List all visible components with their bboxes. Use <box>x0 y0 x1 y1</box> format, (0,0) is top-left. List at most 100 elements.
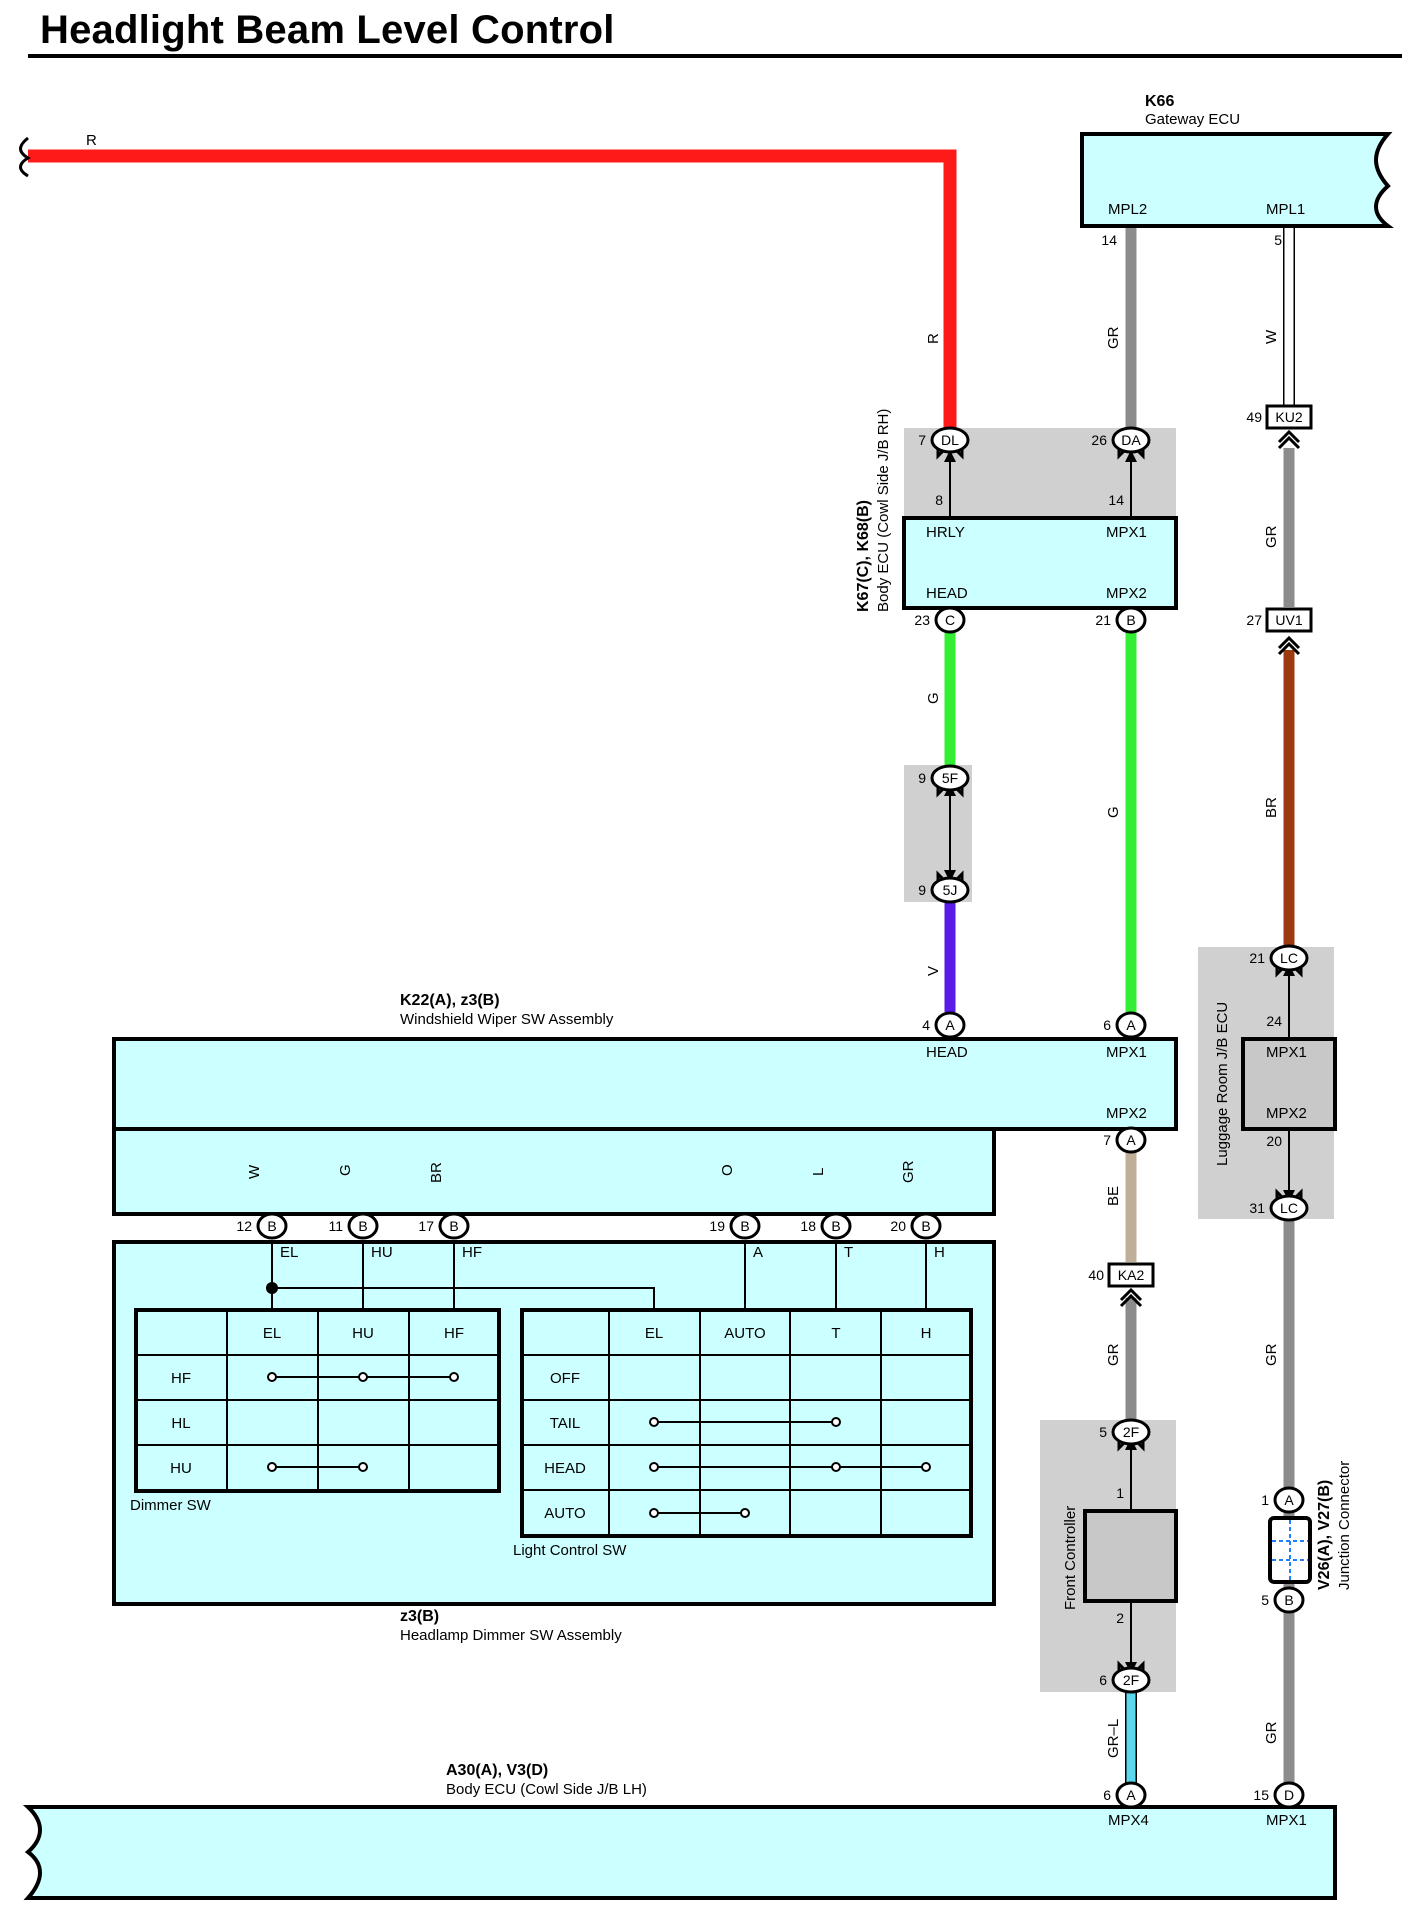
light-table-text: EL AUTO T H OFF TAIL HEAD AUTO <box>544 1325 931 1522</box>
svg-text:9: 9 <box>918 770 926 786</box>
component-labels: K66 Gateway ECU MPL2 MPL1 HRLY MPX1 HEAD… <box>130 93 1353 1829</box>
svg-text:AUTO: AUTO <box>544 1505 585 1522</box>
wire-label-g-sw: G <box>337 1164 354 1176</box>
wire-label-w-gateway: W <box>1263 329 1280 344</box>
connector-ku2: KU2 <box>1265 404 1313 450</box>
svg-text:11: 11 <box>328 1218 343 1234</box>
svg-text:8: 8 <box>935 492 943 508</box>
svg-text:EL: EL <box>263 1325 281 1342</box>
svg-text:40: 40 <box>1088 1267 1104 1283</box>
wiper-code: K22(A), z3(B) <box>400 992 500 1009</box>
svg-text:7: 7 <box>918 432 926 448</box>
svg-text:C: C <box>945 612 955 628</box>
svg-text:1: 1 <box>1116 1485 1124 1501</box>
svg-text:1: 1 <box>1261 1492 1269 1508</box>
svg-text:31: 31 <box>1249 1200 1265 1216</box>
gateway-code: K66 <box>1145 93 1174 110</box>
body-lh-pin-mpx1: MPX1 <box>1266 1812 1307 1829</box>
svg-text:A: A <box>1126 1132 1136 1148</box>
gateway-ecu-box <box>1080 132 1394 228</box>
connector-5j: 5J <box>930 870 970 904</box>
svg-text:2F: 2F <box>1123 1424 1139 1440</box>
luggage-name: Luggage Room J/B ECU <box>1214 1002 1231 1166</box>
switch-pin-names: EL HU HF A T H <box>280 1244 945 1261</box>
svg-text:D: D <box>1284 1787 1294 1803</box>
connector-b12: B <box>256 1212 288 1240</box>
light-sw-label: Light Control SW <box>513 1542 627 1559</box>
wiper-pin-mpx2: MPX2 <box>1106 1105 1147 1122</box>
connector-2f-top: 2F <box>1111 1418 1151 1452</box>
dimmer-table-text: EL HU HF HF HL HU <box>170 1325 464 1477</box>
svg-text:DA: DA <box>1121 432 1141 448</box>
svg-text:26: 26 <box>1091 432 1107 448</box>
svg-text:7: 7 <box>1103 1132 1111 1148</box>
svg-text:H: H <box>934 1244 945 1261</box>
gateway-name: Gateway ECU <box>1145 111 1240 128</box>
junction-code: V26(A), V27(B) <box>1316 1480 1333 1590</box>
svg-text:T: T <box>831 1325 840 1342</box>
svg-text:24: 24 <box>1266 1013 1282 1029</box>
svg-text:HU: HU <box>170 1460 192 1477</box>
luggage-pin-mpx2: MPX2 <box>1266 1105 1307 1122</box>
wire-label-r-vert: R <box>925 333 942 344</box>
svg-text:B: B <box>831 1218 840 1234</box>
svg-text:HF: HF <box>444 1325 464 1342</box>
svg-text:HF: HF <box>171 1370 191 1387</box>
body-rh-pin-mpx1: MPX1 <box>1106 524 1147 541</box>
svg-text:H: H <box>921 1325 932 1342</box>
svg-text:HF: HF <box>462 1244 482 1261</box>
svg-text:B: B <box>740 1218 749 1234</box>
switch-internal-wiring <box>271 1242 927 1310</box>
svg-text:4: 4 <box>922 1017 930 1033</box>
wire-label-r-top: R <box>86 132 97 149</box>
svg-text:6: 6 <box>1099 1672 1107 1688</box>
dimmer-assy-code: z3(B) <box>400 1608 439 1625</box>
svg-text:5J: 5J <box>943 882 958 898</box>
connector-5f: 5F <box>930 764 970 798</box>
title-rule <box>28 54 1402 58</box>
wire-label-gr-l: GR–L <box>1105 1719 1122 1758</box>
svg-text:5F: 5F <box>942 770 958 786</box>
svg-text:6: 6 <box>1103 1787 1111 1803</box>
wire-label-gr-right-low: GR <box>1263 1343 1280 1366</box>
svg-text:14: 14 <box>1108 492 1124 508</box>
gateway-pin-mpl2: MPL2 <box>1108 201 1147 218</box>
connector-d15: D <box>1273 1781 1305 1809</box>
body-lh-code: A30(A), V3(D) <box>446 1762 548 1779</box>
svg-text:49: 49 <box>1246 409 1262 425</box>
connector-b18: B <box>820 1212 852 1240</box>
body-rh-pin-head: HEAD <box>926 585 968 602</box>
svg-text:EL: EL <box>280 1244 298 1261</box>
svg-text:AUTO: AUTO <box>724 1325 765 1342</box>
svg-text:27: 27 <box>1246 612 1262 628</box>
svg-text:5: 5 <box>1099 1424 1107 1440</box>
wire-r <box>28 149 957 440</box>
connector-uv1: UV1 <box>1265 607 1313 656</box>
svg-text:T: T <box>844 1244 853 1261</box>
svg-text:OFF: OFF <box>550 1370 580 1387</box>
wire-label-g-head: G <box>925 692 942 704</box>
svg-text:B: B <box>1126 612 1135 628</box>
svg-text:12: 12 <box>236 1218 252 1234</box>
svg-text:19: 19 <box>709 1218 725 1234</box>
splice-dot <box>266 1282 278 1294</box>
wire-label-w-sw: W <box>246 1164 263 1179</box>
svg-text:5: 5 <box>1261 1592 1269 1608</box>
wiper-pin-head: HEAD <box>926 1044 968 1061</box>
svg-text:HU: HU <box>371 1244 393 1261</box>
svg-text:TAIL: TAIL <box>550 1415 581 1432</box>
body-ecu-lh-box <box>22 1805 1337 1900</box>
svg-text:2: 2 <box>1116 1610 1124 1626</box>
svg-text:LC: LC <box>1280 950 1298 966</box>
connector-a4: A <box>934 1011 966 1039</box>
wiper-sw-upper-box <box>112 1037 1178 1131</box>
body-rh-code: K67(C), K68(B) <box>855 500 872 612</box>
body-lh-pin-mpx4: MPX4 <box>1108 1812 1149 1829</box>
dimmer-assy-name: Headlamp Dimmer SW Assembly <box>400 1627 622 1644</box>
svg-text:UV1: UV1 <box>1275 612 1302 628</box>
dimmer-table-grid <box>134 1308 501 1493</box>
junction-connector-icon <box>1268 1516 1312 1584</box>
wiper-sw-lower-box <box>112 1127 996 1216</box>
svg-text:LC: LC <box>1280 1200 1298 1216</box>
